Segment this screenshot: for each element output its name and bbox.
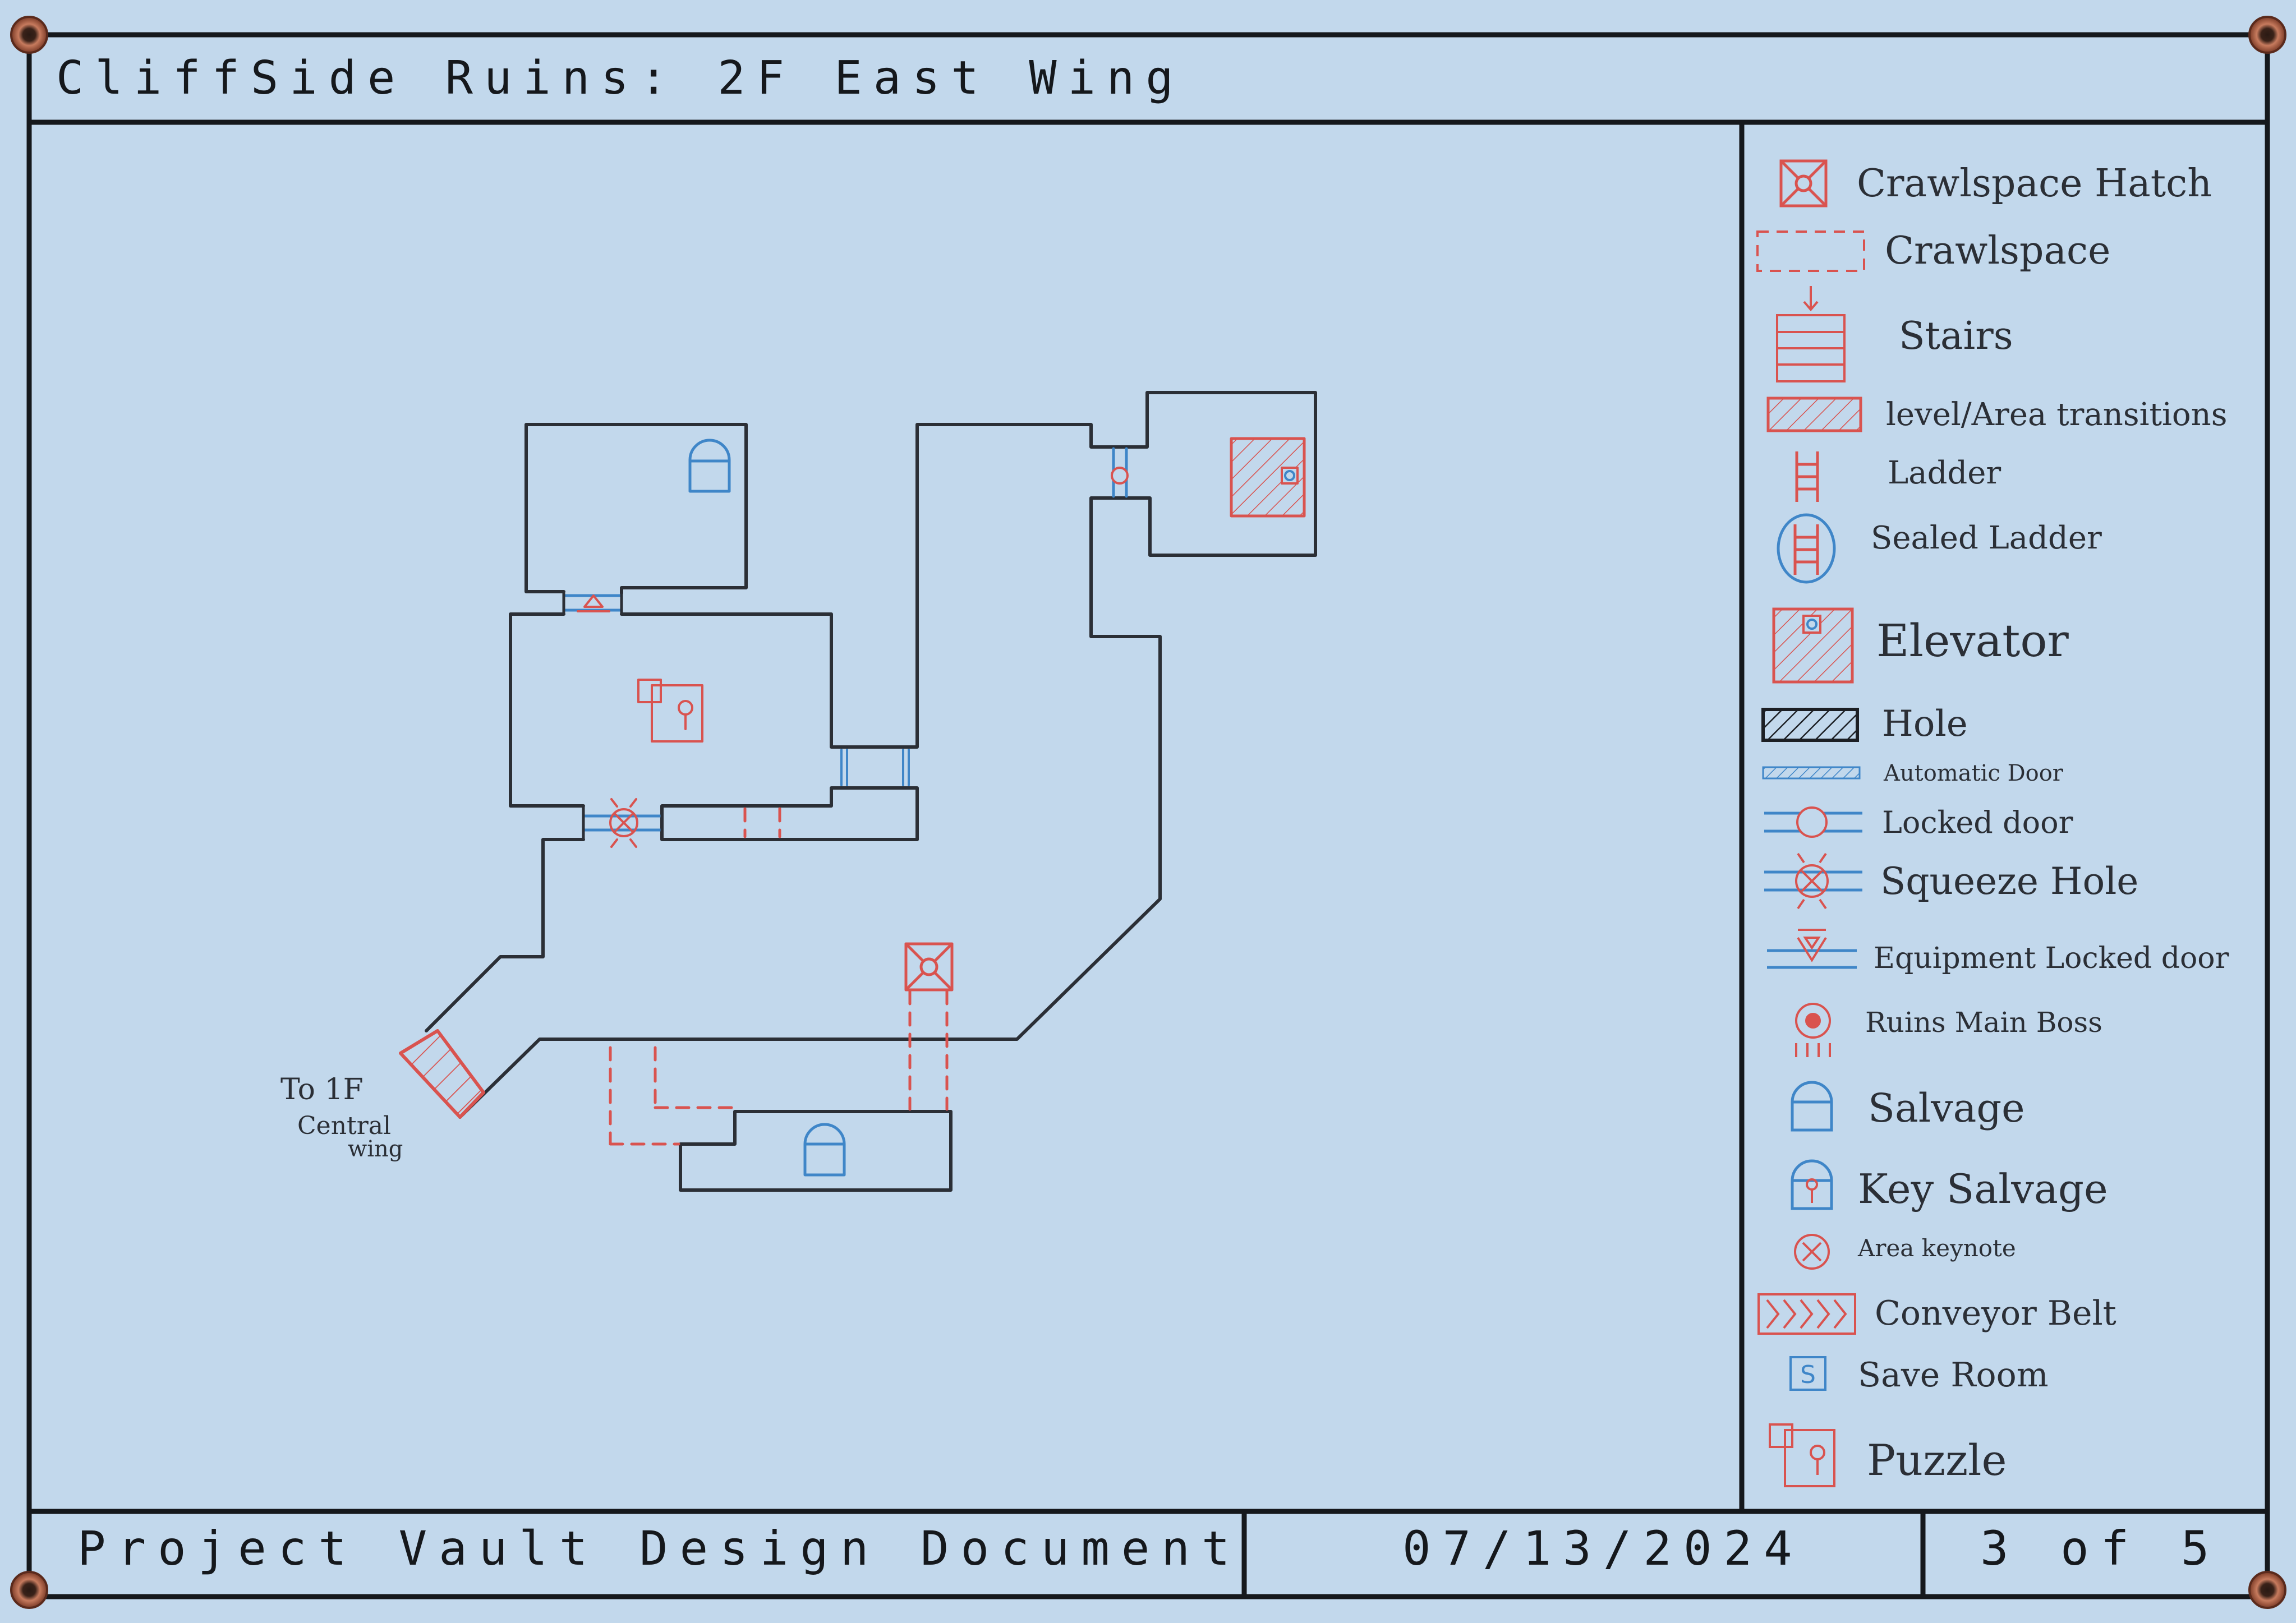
squeeze-hole-icon <box>1764 852 1862 910</box>
legend-label: Hole <box>1882 703 1968 745</box>
equipment-locked-door-icon <box>1767 929 1857 969</box>
room-wall <box>524 423 748 595</box>
legend-label: Equipment Locked door <box>1874 942 2229 975</box>
legend-label: Sealed Ladder <box>1871 520 2102 556</box>
elevator-marker <box>1230 437 1306 518</box>
area-transition-marker <box>399 1029 485 1119</box>
legend-label: Crawlspace <box>1885 229 2110 273</box>
legend-label: Ruins Main Boss <box>1865 1006 2102 1039</box>
squeeze-hole-marker <box>582 798 664 848</box>
corner-screws <box>10 16 2286 1609</box>
legend-label: level/Area transitions <box>1886 396 2227 433</box>
sheet-frame <box>26 32 2270 1599</box>
legend-label: Squeeze Hole <box>1880 860 2138 903</box>
map-note-line: wing <box>348 1136 403 1162</box>
legend-item: Squeeze Hole <box>1764 852 2138 910</box>
legend-label: Stairs <box>1899 314 2013 358</box>
legend-item: Stairs <box>1776 286 2013 382</box>
floor-map: To 1F Central wing <box>280 391 1317 1192</box>
legend: Crawlspace Hatch Crawlspace Stairs level… <box>1756 159 2229 1487</box>
puzzle-icon <box>1769 1423 1835 1487</box>
equipment-locked-door-marker <box>562 590 623 616</box>
crawlspace-hatch-marker <box>904 942 954 992</box>
room-wall <box>660 786 919 841</box>
legend-label: Key Salvage <box>1858 1165 2108 1212</box>
legend-item: Locked door <box>1764 805 2073 840</box>
boss-icon <box>1795 1003 1831 1057</box>
sealed-ladder-icon <box>1777 513 1836 584</box>
room-wall <box>425 838 585 1032</box>
legend-item: Sealed Ladder <box>1777 513 2102 584</box>
stairs-icon <box>1776 286 1846 382</box>
legend-label: Ladder <box>1888 455 2001 491</box>
elevator-icon <box>1772 607 1854 684</box>
key-salvage-icon <box>1791 1159 1833 1210</box>
page-title: CliffSide Ruins: 2F East Wing <box>56 52 1185 105</box>
room-wall <box>458 496 1162 1119</box>
legend-item: Puzzle <box>1769 1423 2007 1487</box>
legend-label: Automatic Door <box>1883 760 2064 786</box>
legend-label: Salvage <box>1868 1085 2025 1131</box>
map-note-line: To 1F <box>280 1073 364 1106</box>
salvage-marker <box>803 1123 846 1177</box>
locked-door-icon <box>1764 806 1862 838</box>
legend-label: Area keynote <box>1857 1234 2016 1262</box>
legend-item: Crawlspace Hatch <box>1779 159 2212 208</box>
salvage-icon <box>1791 1081 1833 1132</box>
footer-project-name: Project Vault Design Document <box>77 1521 1242 1576</box>
legend-item: Conveyor Belt <box>1757 1293 2116 1335</box>
screw-icon <box>2248 16 2286 54</box>
legend-item: Salvage <box>1791 1081 2025 1132</box>
legend-item: Elevator <box>1772 607 2069 684</box>
locked-door-marker <box>1111 447 1129 498</box>
legend-item: Area keynote <box>1794 1234 2016 1270</box>
room-wall <box>1108 391 1317 557</box>
room-wall <box>679 1110 953 1192</box>
legend-label: Save Room <box>1858 1355 2049 1395</box>
area-keynote-icon <box>1794 1234 1830 1270</box>
ladder-icon <box>1795 451 1819 502</box>
hole-icon <box>1761 708 1859 742</box>
legend-item: S Save Room <box>1789 1355 2049 1395</box>
legend-item: Equipment Locked door <box>1767 929 2229 975</box>
footer-page-number: 3 of 5 <box>1980 1521 2221 1576</box>
map-note-line: Central <box>297 1112 391 1140</box>
legend-item: Ladder <box>1795 451 2001 502</box>
footer-date: 07/13/2024 <box>1402 1521 1804 1576</box>
legend-item: Automatic Door <box>1762 760 2064 786</box>
automatic-door-marker <box>840 749 910 786</box>
legend-label: Elevator <box>1876 615 2069 667</box>
legend-label: Conveyor Belt <box>1875 1294 2116 1333</box>
room-wall <box>509 612 585 808</box>
room-wall <box>620 423 1111 749</box>
legend-item: Crawlspace <box>1756 229 2110 273</box>
legend-label: Locked door <box>1882 805 2073 840</box>
salvage-marker <box>688 439 731 493</box>
legend-item: Hole <box>1761 703 1968 745</box>
automatic-door-icon <box>1762 766 1861 780</box>
crawlspace-path <box>609 807 949 1146</box>
crawlspace-hatch-icon <box>1779 159 1828 208</box>
puzzle-marker <box>637 679 703 743</box>
legend-label: Puzzle <box>1867 1435 2007 1485</box>
conveyor-belt-icon <box>1757 1293 1856 1335</box>
svg-text:S: S <box>1800 1361 1816 1389</box>
screw-icon <box>10 16 48 54</box>
legend-item: Ruins Main Boss <box>1795 1003 2102 1057</box>
legend-item: Key Salvage <box>1791 1159 2108 1212</box>
legend-item: level/Area transitions <box>1766 396 2227 433</box>
crawlspace-icon <box>1756 230 1865 272</box>
legend-label: Crawlspace Hatch <box>1857 162 2212 206</box>
save-room-icon: S <box>1789 1356 1826 1391</box>
area-transition-icon <box>1766 396 1862 432</box>
screw-icon <box>10 1571 48 1609</box>
screw-icon <box>2248 1571 2286 1609</box>
